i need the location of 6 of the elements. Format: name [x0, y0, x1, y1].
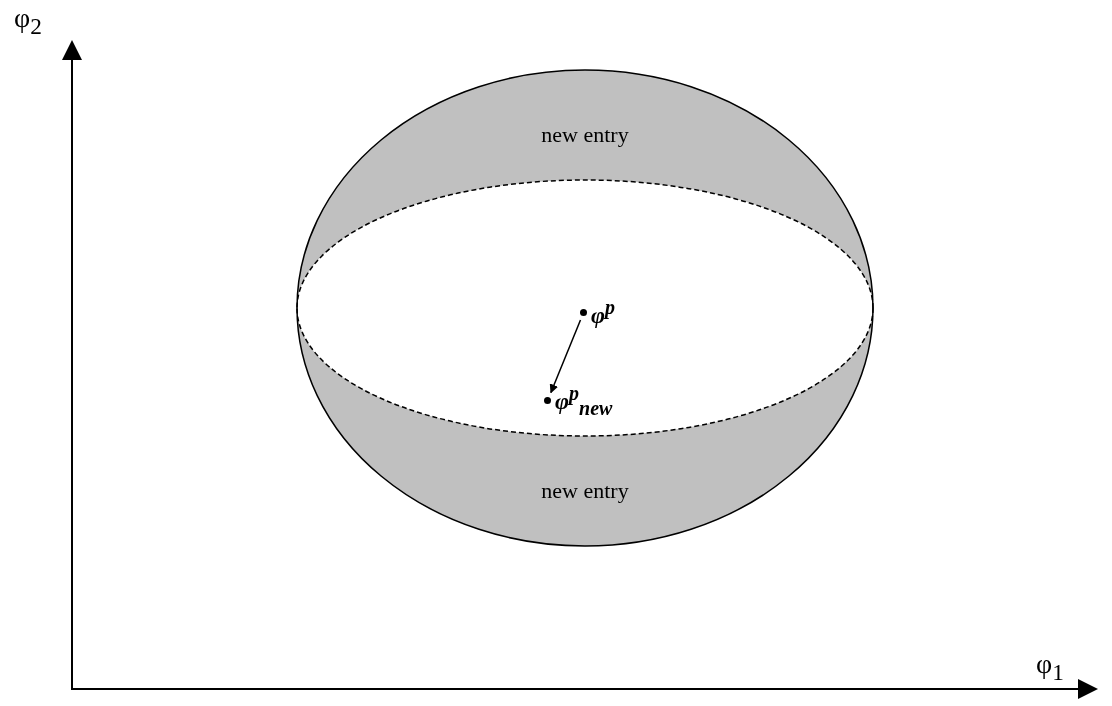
region-label: new entry	[540, 478, 630, 504]
axis-label: φ$_{1}$	[1036, 648, 1064, 686]
arrow	[549, 319, 582, 394]
region-label: new entry	[540, 122, 630, 148]
axis-label: φ$_{2}$	[14, 2, 42, 40]
point-label: φ$^{p}$	[591, 296, 616, 329]
